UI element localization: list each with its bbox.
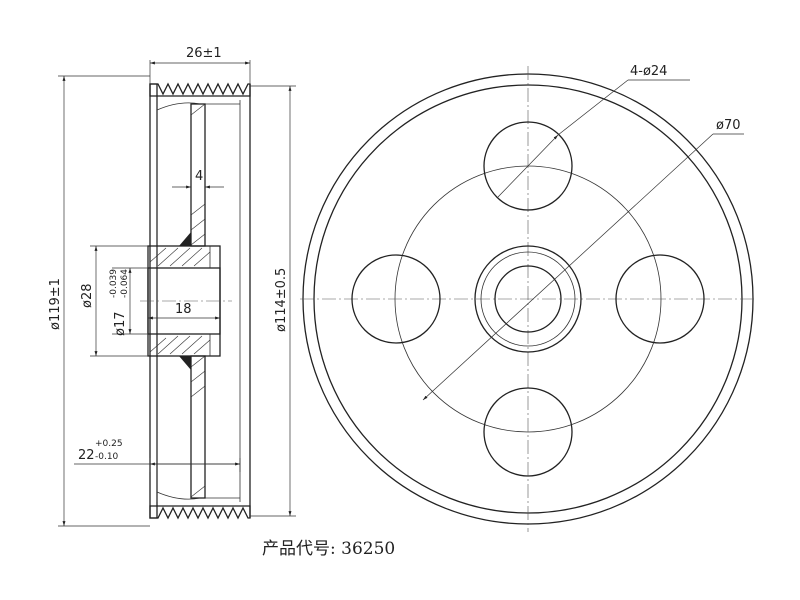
outer-dia-label: ø119±1 <box>48 278 63 330</box>
side-section-view: 26±1 4 18 ø28 ø17 -0.039 -0.064 ø119±1 ø… <box>48 46 296 527</box>
weld-upper <box>179 232 191 246</box>
bore-tol-upper: -0.039 <box>109 269 119 298</box>
hub-hatching <box>149 247 211 355</box>
weld-lower <box>179 356 191 370</box>
bore-len-label: 18 <box>175 302 192 317</box>
hub-dia-label: ø28 <box>80 284 95 309</box>
bore-dia-label: ø17 <box>113 312 128 337</box>
groove-width-label: 4 <box>195 169 203 184</box>
offset-tol-lower: -0.10 <box>95 452 119 462</box>
web-lower <box>190 355 206 499</box>
front-view: 4-ø24 ø70 <box>300 64 756 532</box>
hole-bottom <box>483 387 573 477</box>
rim-dia-label: ø114±0.5 <box>274 268 289 332</box>
hole-right <box>615 254 705 344</box>
product-code: 产品代号: 36250 <box>262 539 395 559</box>
web-hatching <box>190 103 206 498</box>
top-rib-profile <box>149 82 251 97</box>
hole-left <box>351 254 441 344</box>
bore-tol-lower: -0.064 <box>120 269 130 298</box>
hub-outer-circle <box>474 245 582 353</box>
holes-dia-line <box>497 134 559 198</box>
offset-tol-upper: +0.25 <box>95 439 123 449</box>
bore-circle <box>494 265 562 333</box>
hub-chamfer-circle <box>480 251 576 347</box>
hole-top <box>483 121 573 211</box>
width-label: 26±1 <box>186 46 222 61</box>
holes-leader <box>557 79 629 136</box>
bottom-rib-profile <box>149 505 251 520</box>
holes-label: 4-ø24 <box>630 64 667 79</box>
pcd-label: ø70 <box>716 118 741 133</box>
offset-label: 22 <box>78 448 95 463</box>
pcd-dim-line <box>422 133 714 401</box>
